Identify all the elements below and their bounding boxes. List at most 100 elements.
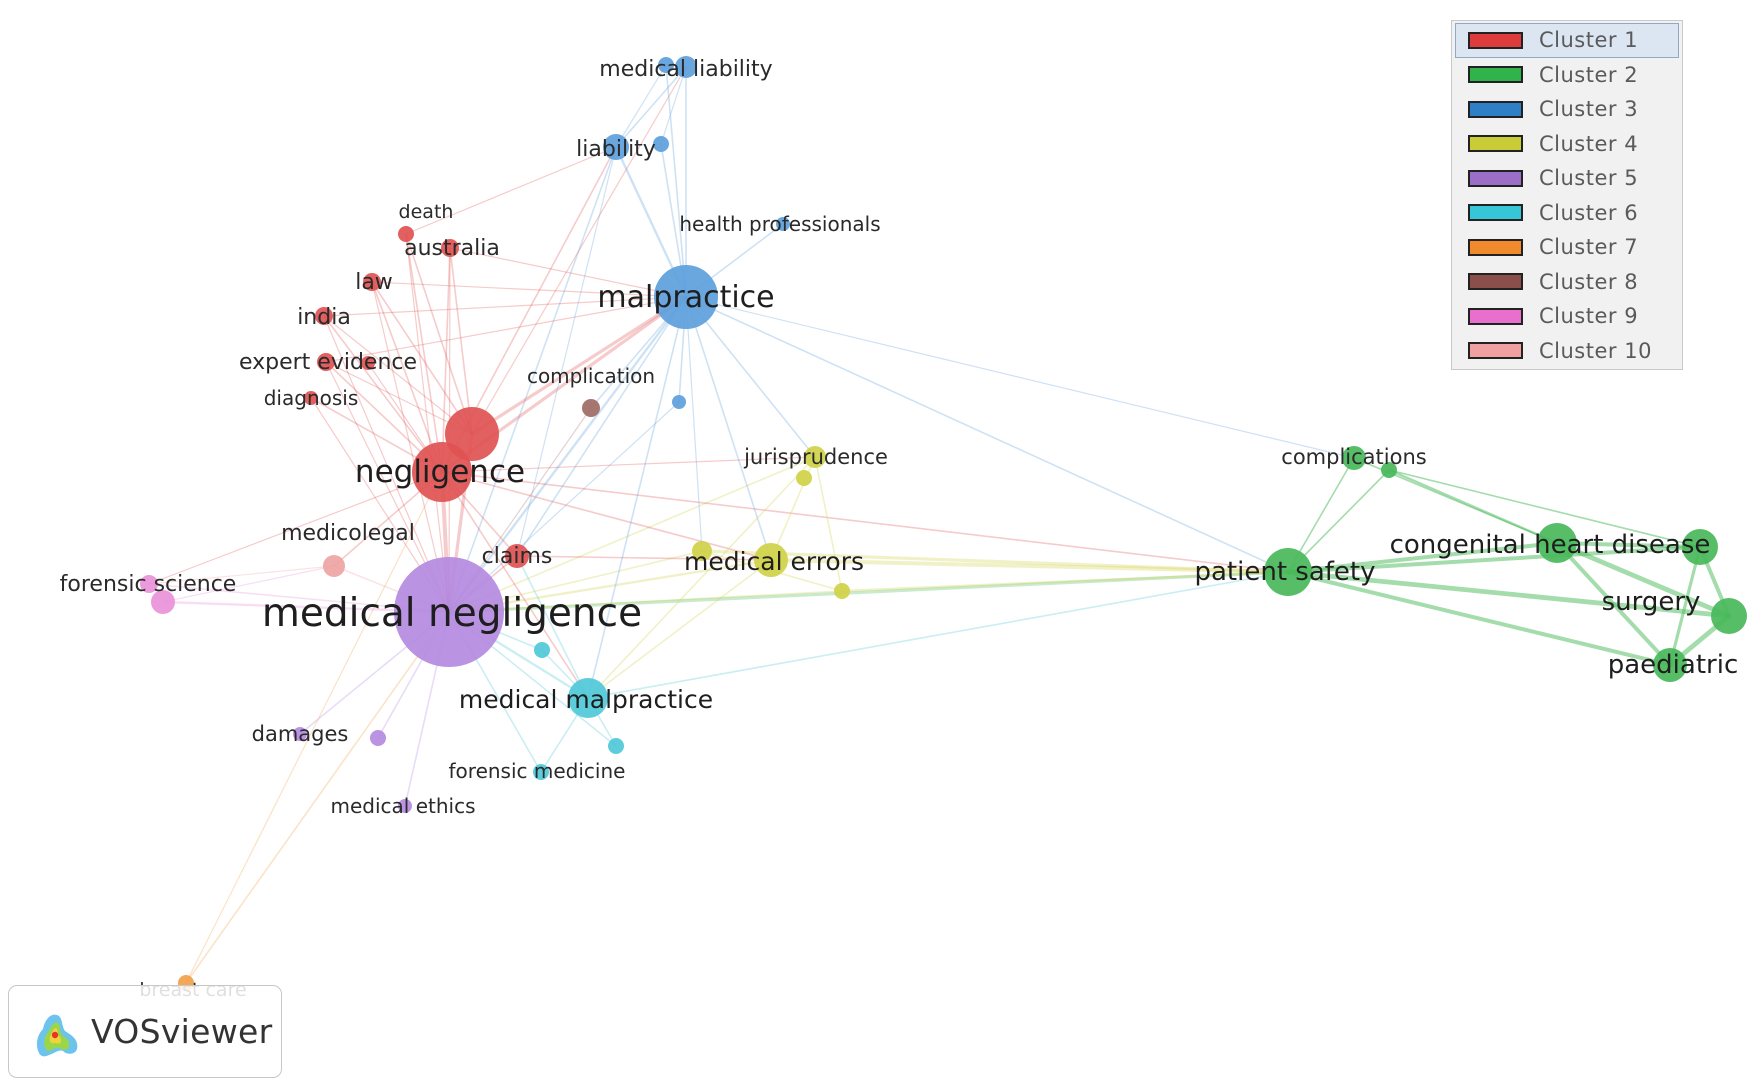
- node-liability-2[interactable]: [653, 136, 669, 152]
- node-congenital-heart-disease[interactable]: [1537, 523, 1577, 563]
- node-expert-evidence-2[interactable]: [361, 356, 375, 370]
- node-diagnosis[interactable]: [304, 391, 318, 405]
- legend-item-cluster-4[interactable]: Cluster 4: [1455, 127, 1679, 162]
- legend-item-cluster-10[interactable]: Cluster 10: [1455, 334, 1679, 369]
- legend-item-cluster-8[interactable]: Cluster 8: [1455, 265, 1679, 300]
- node-label-paediatric: paediatric: [1608, 650, 1739, 680]
- legend-item-cluster-9[interactable]: Cluster 9: [1455, 299, 1679, 334]
- node-label-medical-errors: medical errors: [684, 547, 864, 576]
- node-label-negligence: negligence: [355, 454, 525, 490]
- edge-complications-2-congenital-heart-disease: [1387, 468, 1559, 545]
- node-label-claims: claims: [482, 544, 553, 569]
- legend-swatch: [1468, 238, 1523, 256]
- edge-negligence-medical-malpractice: [441, 471, 589, 699]
- edge-law-malpractice: [371, 281, 687, 298]
- edge-liability-medical-liability: [615, 66, 687, 148]
- network-nodes: [140, 56, 1747, 991]
- edge-congenital-heart-disease-paediatric: [1555, 541, 1672, 667]
- node-label-law: law: [355, 270, 393, 295]
- node-forensic-science[interactable]: [140, 575, 158, 593]
- edge-negligence-2-malpractice: [470, 295, 688, 436]
- legend-item-cluster-1[interactable]: Cluster 1: [1455, 23, 1679, 58]
- node-patient-safety[interactable]: [1264, 548, 1312, 596]
- node-forensic-medicine[interactable]: [533, 764, 549, 780]
- node-negligence-2[interactable]: [445, 407, 499, 461]
- legend-item-cluster-3[interactable]: Cluster 3: [1455, 92, 1679, 127]
- node-medical-malpractice[interactable]: [568, 678, 608, 718]
- node-health-professionals[interactable]: [776, 217, 790, 231]
- node-malpractice[interactable]: [654, 265, 718, 329]
- node-medical-ethics[interactable]: [398, 799, 412, 813]
- node-negligence[interactable]: [412, 442, 472, 502]
- node-label-forensic-medicine: forensic medicine: [449, 759, 626, 783]
- node-green-right[interactable]: [1682, 529, 1718, 565]
- node-india[interactable]: [315, 307, 333, 325]
- legend-item-cluster-6[interactable]: Cluster 6: [1455, 196, 1679, 231]
- vosviewer-logo-text: VOSviewer: [91, 1012, 273, 1051]
- node-purple-small[interactable]: [370, 730, 386, 746]
- node-label-medicolegal: medicolegal: [281, 521, 415, 546]
- node-blue-small[interactable]: [672, 395, 686, 409]
- legend-label: Cluster 6: [1539, 200, 1639, 225]
- edge-negligence-2-medical-liability: [471, 66, 687, 435]
- node-medicolegal[interactable]: [323, 555, 345, 577]
- edge-yellow-small-patient-safety: [840, 570, 1290, 593]
- node-medical-errors[interactable]: [754, 543, 788, 577]
- node-jurisprudence[interactable]: [804, 446, 826, 468]
- vosviewer-logo-icon: [36, 1014, 78, 1056]
- edge-patient-safety-paediatric: [1286, 570, 1672, 667]
- legend-swatch: [1468, 100, 1523, 118]
- node-medical-liability-2[interactable]: [658, 57, 674, 73]
- edge-medical-negligence-jurisprudence: [448, 456, 816, 613]
- node-complications-2[interactable]: [1381, 462, 1397, 478]
- edge-medical-errors-medical-malpractice: [587, 559, 772, 699]
- node-claims[interactable]: [505, 544, 529, 568]
- vosviewer-logo: VOSviewer: [8, 985, 282, 1078]
- node-cyan-1[interactable]: [534, 642, 550, 658]
- node-medical-liability[interactable]: [675, 56, 697, 78]
- edge-medical-negligence-yellow-small: [448, 590, 843, 613]
- node-label-diagnosis: diagnosis: [264, 386, 359, 410]
- legend-swatch: [1468, 342, 1523, 360]
- edge-medical-negligence-breast-care: [185, 611, 450, 984]
- legend-label: Cluster 2: [1539, 62, 1639, 87]
- node-label-expert-evidence: expert evidence: [239, 350, 417, 375]
- node-label-damages: damages: [252, 722, 349, 746]
- node-law[interactable]: [363, 273, 381, 291]
- edge-negligence-patient-safety: [441, 471, 1289, 573]
- node-expert-evidence[interactable]: [317, 353, 335, 371]
- node-surgery[interactable]: [1711, 598, 1747, 634]
- node-paediatric[interactable]: [1653, 648, 1687, 682]
- node-complications[interactable]: [1342, 446, 1366, 470]
- node-label-jurisprudence: jurisprudence: [743, 445, 888, 469]
- edge-negligence-law: [371, 281, 443, 473]
- legend-swatch: [1468, 204, 1523, 222]
- legend-label: Cluster 4: [1539, 131, 1639, 156]
- legend-item-cluster-7[interactable]: Cluster 7: [1455, 230, 1679, 265]
- edge-medical-negligence-death: [405, 233, 450, 613]
- edge-patient-safety-surgery: [1285, 569, 1732, 619]
- node-liability[interactable]: [603, 134, 629, 160]
- node-medical-negligence[interactable]: [394, 557, 504, 667]
- node-damages[interactable]: [293, 727, 307, 741]
- edge-death-liability: [405, 146, 617, 235]
- edge-malpractice-medical-errors-2: [685, 296, 703, 552]
- node-jurisprudence-2[interactable]: [796, 470, 812, 486]
- node-death[interactable]: [398, 226, 414, 242]
- edge-malpractice-medical-liability-2: [665, 64, 687, 298]
- node-australia[interactable]: [441, 239, 459, 257]
- node-complication[interactable]: [582, 399, 600, 417]
- node-cyan-2[interactable]: [608, 738, 624, 754]
- legend-item-cluster-2[interactable]: Cluster 2: [1455, 58, 1679, 93]
- legend-label: Cluster 9: [1539, 304, 1639, 329]
- edge-breast-care-negligence: [185, 471, 443, 984]
- edge-malpractice-medical-errors: [685, 296, 772, 561]
- node-forensic-science-2[interactable]: [151, 590, 175, 614]
- node-label-complication: complication: [527, 364, 655, 388]
- node-medical-errors-2[interactable]: [692, 541, 712, 561]
- node-yellow-small[interactable]: [834, 583, 850, 599]
- edge-medical-errors-2-patient-safety: [700, 549, 1290, 574]
- legend-item-cluster-5[interactable]: Cluster 5: [1455, 161, 1679, 196]
- legend-label: Cluster 1: [1539, 28, 1639, 53]
